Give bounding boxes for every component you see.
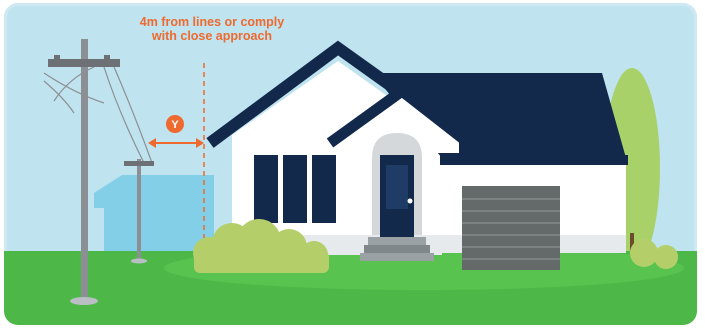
clearance-callout: 4m from lines or comply with close appro… xyxy=(112,15,312,43)
house-powerline-scene: Y xyxy=(4,3,697,325)
illustration-frame: Y 4m from lines or comply with close app… xyxy=(4,3,697,325)
door-knob xyxy=(408,199,413,204)
garage-door xyxy=(462,186,560,270)
callout-line-1: 4m from lines or comply xyxy=(112,15,312,29)
y-badge: Y xyxy=(166,115,184,133)
y-badge-label: Y xyxy=(171,119,179,131)
callout-line-2: with close approach xyxy=(112,29,312,43)
distance-arrow xyxy=(148,138,204,148)
neighbour-house xyxy=(94,175,214,253)
windows xyxy=(254,155,336,223)
power-wires xyxy=(44,67,152,163)
